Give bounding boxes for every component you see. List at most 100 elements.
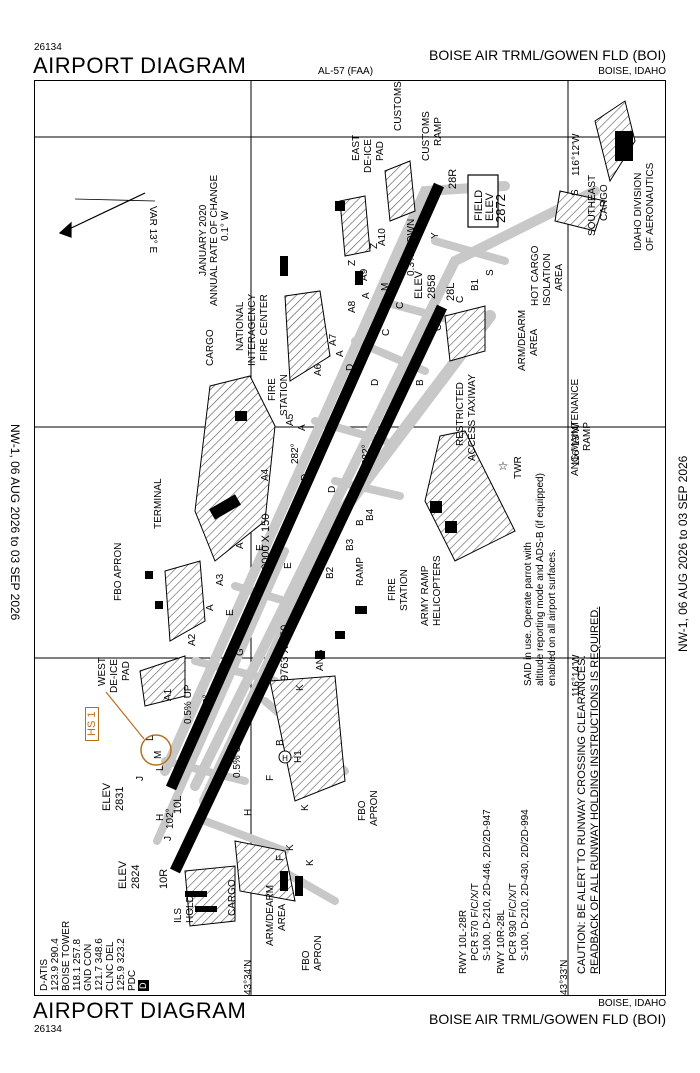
taxiway-label: A [235,542,246,549]
taxiway-label: B [275,739,286,746]
helipad-icon [278,750,292,764]
footer-city-state: BOISE, IDAHO [598,998,666,1009]
comm-line: GND CON [83,943,94,991]
taxiway-label: Y [430,232,441,239]
taxiway-label: C [433,323,444,331]
taxiway-label: E [255,544,266,551]
buildings [145,131,633,912]
label-east-deice-2: DE-ICE [363,139,374,173]
comm-line: 125.9 323.2 [116,938,127,991]
taxiway-label: G [235,648,246,656]
effective-dates-left: NW-1, 06 AUG 2026 to 03 SEP 2026 [8,424,22,621]
hotspot-label[interactable]: HS 1 [85,706,99,741]
said-note-2: altitude reporting mode and ADS-B (if eq… [535,473,546,686]
label-fbo-apron-sw-2: APRON [313,935,324,971]
comm-line: D-ATIS [39,958,50,991]
taxiway-label: K [300,804,311,811]
caution-line-1: CAUTION: BE ALERT TO RUNWAY CROSSING CLE… [576,655,588,974]
field-elev-box [467,174,499,228]
twr-star-icon: ☆ [498,459,509,473]
comm-line: PDC [127,969,138,991]
label-natl-fire-1: NATIONAL [235,301,246,351]
label-natl-fire-2: INTERAGENCY [247,293,258,366]
taxiway-label: G [265,663,276,671]
taxiway-label: A8 [347,300,358,313]
taxiway-label: H [155,813,166,821]
magvar-rate-1: JANUARY 2020 [198,204,209,276]
taxiway-label: M [380,282,391,291]
taxiway-label: A6 [313,363,324,376]
rwy-info-1: RWY 10L-28R [458,909,469,974]
label-fire-station-north-1: FIRE [267,378,278,401]
runways [165,182,447,874]
taxiway-label: D [370,378,381,386]
label-customs-ramp-1: CUSTOMS [421,111,432,161]
elev-2831-label: ELEV [101,782,113,811]
elev-2831: 2831 [114,786,126,811]
comm-line: BOISE TOWER [61,920,72,991]
label-idaho-div-1: IDAHO DIVISION [633,172,644,251]
hotspot-circle [140,734,172,766]
taxiway-label: B3 [345,538,356,551]
label-fire-station-south-1: FIRE [387,578,398,601]
rwy-info-3: S-100, D-210, 2D-446, 2D/2D-947 [482,809,493,961]
label-se-cargo-2: CARGO [599,184,610,221]
label-hot-cargo-1: HOT CARGO [530,245,541,306]
airport-name: BOISE AIR TRML/GOWEN FLD (BOI) [429,47,666,63]
elev-2824: 2824 [130,864,142,889]
elev-2858-label: ELEV [413,270,425,299]
taxiway-label: A7 [328,333,339,346]
lon-116-14: 116°14'W [571,654,582,697]
label-restricted-2: ACCESS TAXIWAY [467,374,478,461]
label-east-deice-1: EAST [351,134,362,161]
lat-43-33: 43°33'N [559,959,570,995]
label-terminal: TERMINAL [153,478,164,529]
label-hot-cargo-2: ISOLATION [542,253,553,306]
label-fbo-apron-south-2: APRON [369,790,380,826]
label-h1: H1 [293,750,304,763]
effective-dates-right: NW-1, 06 AUG 2026 to 03 SEP 2026 [676,455,690,652]
taxiway-label: E [225,609,236,616]
magvar-rate-2: ANNUAL RATE OF CHANGE [209,174,220,306]
taxiway-label: S [570,189,581,196]
taxiway-label: A2 [187,633,198,646]
lon-116-13: 116°13'W [571,423,582,466]
label-ramp: RAMP [355,557,366,586]
airport-diagram-svg: ☆ H [35,81,665,995]
label-west-deice-1: WEST [97,657,108,686]
taxiway-label: D [327,485,338,493]
label-east-deice-3: PAD [375,141,386,161]
taxiway-network [153,181,600,905]
taxiway-label: H [243,808,254,816]
hdg-102-a: 102° [202,694,213,715]
elev-2824-label: ELEV [117,860,129,889]
said-note-1: SAID in use. Operate parrot with [523,542,534,686]
label-customs-ramp-2: RAMP [433,117,444,146]
caution-line-2: READBACK OF ALL RUNWAY HOLDING INSTRUCTI… [589,606,601,974]
label-arm-dearm-east-1: ARM/DEARM [517,309,528,371]
taxiway-label: B [415,379,426,386]
rwy-info-4: RWY 10R-28L [496,909,507,974]
label-west-deice-3: PAD [121,661,132,681]
label-army-ramp-1: ARMY RAMP [420,565,431,626]
label-army-ramp-2: HELICOPTERS [432,555,443,626]
helipad-h: H [282,754,288,763]
airport-diagram-chart: ☆ H 10000 X 150 9763 X 150 282° 282° 102… [34,80,666,996]
hdg-282-a: 282° [290,443,301,464]
hotspot-leader [105,691,145,740]
taxiway-label: M [153,750,164,759]
magvar-arrow [58,192,156,238]
taxiway-label: A3 [215,573,226,586]
label-fbo-apron-south-1: FBO [357,800,368,821]
chart-number-top: 26134 [34,42,62,53]
al-number: AL-57 (FAA) [318,66,374,77]
taxiway-label: D [300,473,311,481]
taxiway-label: L [155,765,166,771]
taxiway-label: A [335,350,346,357]
label-arm-dearm-west-1: ARM/DEARM [265,884,276,946]
label-fire-station-north-2: STATION [279,374,290,416]
taxiway-label: C [415,348,426,356]
runway-10l-28r [165,182,445,791]
taxiway-label: X [415,224,426,231]
taxiway-label: F [265,774,276,781]
